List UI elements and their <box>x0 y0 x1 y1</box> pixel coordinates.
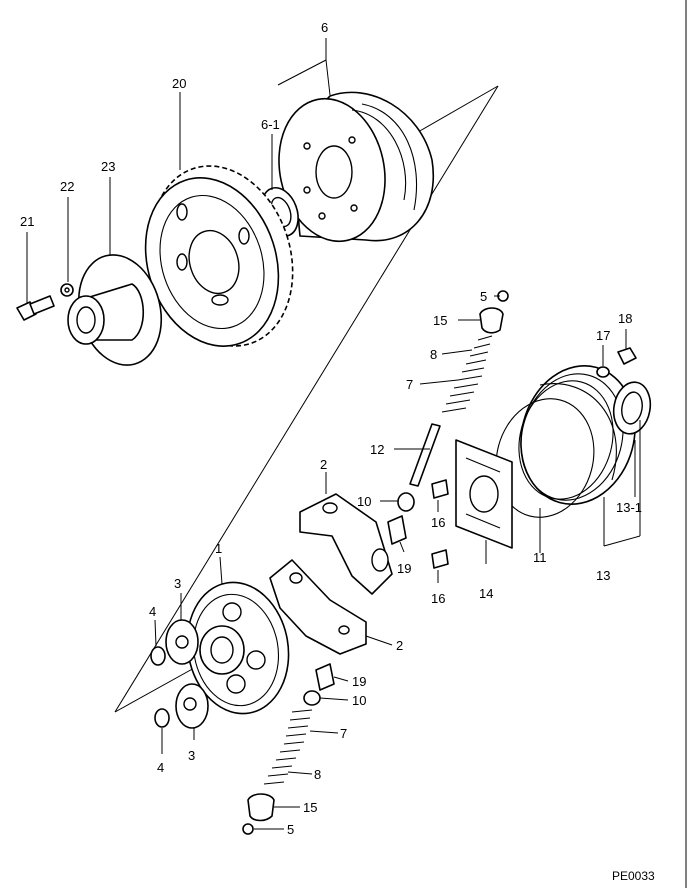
callout-11: 11 <box>533 550 547 565</box>
part-13-cover <box>518 365 636 505</box>
callout-6-1: 6-1 <box>261 117 280 132</box>
part-7-spring-bottom <box>263 709 313 785</box>
callout-8-bottom: 8 <box>314 767 321 782</box>
callout-3-top: 3 <box>174 576 181 591</box>
callout-15-bottom: 15 <box>303 800 317 815</box>
callout-23: 23 <box>101 159 115 174</box>
callout-5-top: 5 <box>480 289 487 304</box>
part-5-clip-bottom <box>242 823 254 835</box>
part-16-cap-b <box>431 549 449 569</box>
leader-lines <box>26 38 641 830</box>
part-1-cam <box>186 581 290 715</box>
callout-16-a: 16 <box>431 515 445 530</box>
callout-labels: 21 22 23 20 6 6-1 5 15 8 7 12 17 18 13-1… <box>20 20 642 837</box>
part-12-pin <box>409 423 441 487</box>
callout-22: 22 <box>60 179 74 194</box>
callout-14: 14 <box>479 586 493 601</box>
part-15-retainer-bottom <box>247 793 275 822</box>
part-11-gasket <box>495 398 595 518</box>
part-13-1-seal <box>612 381 652 435</box>
part-3-bearing-bottom <box>175 683 209 729</box>
callout-19-top: 19 <box>397 561 411 576</box>
callout-15-top: 15 <box>433 313 447 328</box>
part-16-cap-a <box>431 479 449 499</box>
part-22-washer <box>60 283 74 297</box>
callout-3-bottom: 3 <box>188 748 195 763</box>
diagram-code: PE0033 <box>612 869 655 883</box>
callout-4-top: 4 <box>149 604 156 619</box>
callout-17: 17 <box>596 328 610 343</box>
callout-6: 6 <box>321 20 328 35</box>
part-6-drum <box>278 91 435 243</box>
callout-7-top: 7 <box>406 377 413 392</box>
part-17-washer <box>596 366 610 378</box>
part-3-bearing-top <box>165 619 199 665</box>
callout-5-bottom: 5 <box>287 822 294 837</box>
callout-10-top: 10 <box>357 494 371 509</box>
part-14-plate <box>455 439 513 549</box>
callout-21: 21 <box>20 214 34 229</box>
part-23-flange <box>67 254 163 366</box>
part-2-bracket-top <box>299 493 393 595</box>
part-18-nut <box>617 347 637 365</box>
callout-10-bottom: 10 <box>352 693 366 708</box>
part-4-bush-bottom <box>154 708 170 728</box>
part-10-washer-top <box>397 492 415 512</box>
part-20-gear <box>144 165 294 347</box>
callout-16-b: 16 <box>431 591 445 606</box>
callout-2-top: 2 <box>320 457 327 472</box>
callout-20: 20 <box>172 76 186 91</box>
callout-8-top: 8 <box>430 347 437 362</box>
part-8-spring-top <box>441 335 493 413</box>
part-10-washer-bottom <box>303 690 321 706</box>
part-19-plug-top <box>387 515 407 545</box>
callout-12: 12 <box>370 442 384 457</box>
part-19-plug-bottom <box>315 663 335 691</box>
callout-19-bottom: 19 <box>352 674 366 689</box>
assembly-boundary <box>114 85 499 713</box>
part-21-bolt <box>16 295 55 321</box>
part-4-bush-top <box>150 646 166 666</box>
part-15-retainer-top <box>479 307 504 334</box>
callout-4-bottom: 4 <box>157 760 164 775</box>
callout-1: 1 <box>215 541 222 556</box>
callout-13-1: 13-1 <box>616 500 642 515</box>
callout-7-bottom: 7 <box>340 726 347 741</box>
part-2-bracket-bottom <box>269 559 367 655</box>
callout-13: 13 <box>596 568 610 583</box>
callout-18: 18 <box>618 311 632 326</box>
callout-2-bottom: 2 <box>396 638 403 653</box>
